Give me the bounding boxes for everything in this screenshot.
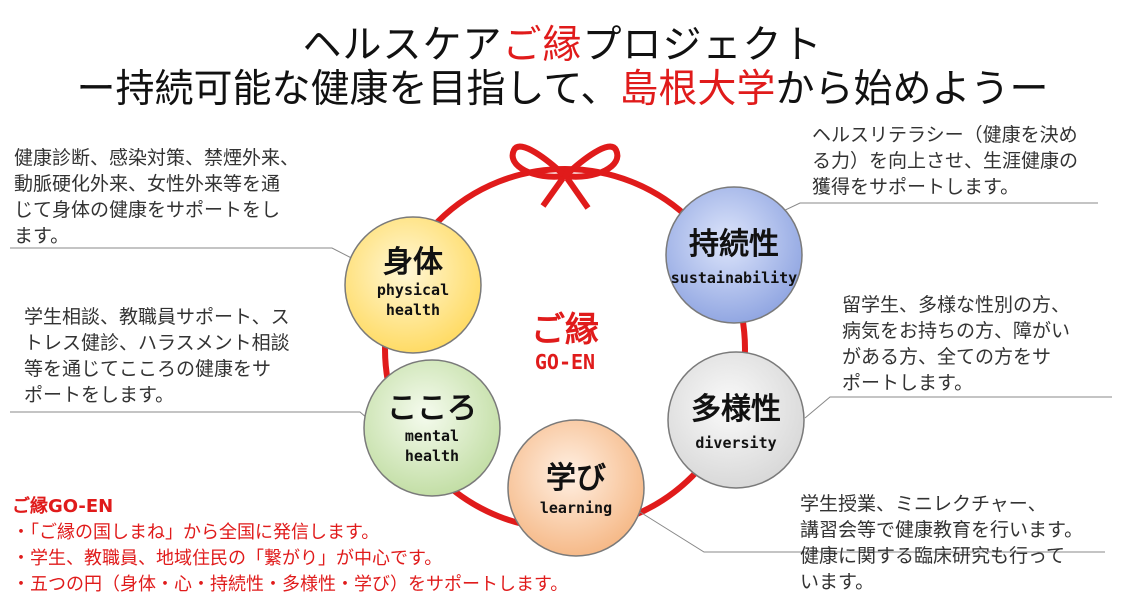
label-mental: こころ mental health xyxy=(362,392,502,466)
desc-mental: 学生相談、教職員サポート、ス トレス健診、ハラスメント相談 等を通じてこころの健… xyxy=(24,304,344,408)
summary-heading: ご縁GO-EN xyxy=(12,494,568,520)
desc-learning: 学生授業、ミニレクチャー、 講習会等で健康教育を行います。 健康に関する臨床研究… xyxy=(800,491,1120,595)
desc-diversity: 留学生、多様な性別の方、 病気をお持ちの方、障がい がある方、全ての方をサ ポー… xyxy=(842,292,1102,396)
label-physical-en1: physical xyxy=(343,280,483,300)
label-mental-en1: mental xyxy=(362,426,502,446)
center-label-en: GO-EN xyxy=(515,350,615,374)
ribbon-bow-icon xyxy=(513,147,618,208)
label-diversity: 多様性 diversity xyxy=(666,393,806,453)
label-diversity-jp: 多様性 xyxy=(666,393,806,427)
center-label: ご縁 GO-EN xyxy=(515,310,615,374)
label-physical-en2: health xyxy=(343,300,483,320)
label-physical-jp: 身体 xyxy=(343,246,483,280)
label-mental-en2: health xyxy=(362,446,502,466)
label-sustainability-en: sustainability xyxy=(664,268,804,288)
center-label-jp: ご縁 xyxy=(515,310,615,350)
summary-line: ・学生、教職員、地域住民の「繋がり」が中心です。 xyxy=(12,546,568,572)
label-mental-jp: こころ xyxy=(362,392,502,426)
label-sustainability-jp: 持続性 xyxy=(664,228,804,262)
summary-line: ・五つの円（身体・心・持続性・多様性・学び）をサポートします。 xyxy=(12,572,568,598)
label-physical: 身体 physical health xyxy=(343,246,483,320)
summary-block: ご縁GO-EN ・「ご縁の国しまね」から全国に発信します。 ・学生、教職員、地域… xyxy=(12,494,568,598)
summary-line: ・「ご縁の国しまね」から全国に発信します。 xyxy=(12,520,568,546)
desc-physical: 健康診断、感染対策、禁煙外来、 動脈硬化外来、女性外来等を通 じて身体の健康をサ… xyxy=(14,145,334,249)
label-diversity-en: diversity xyxy=(666,433,806,453)
label-learning-jp: 学び xyxy=(506,462,646,496)
desc-sustainability: ヘルスリテラシー（健康を決め る力）を向上させ、生涯健康の 獲得をサポートします… xyxy=(812,122,1112,200)
label-sustainability: 持続性 sustainability xyxy=(664,228,804,288)
